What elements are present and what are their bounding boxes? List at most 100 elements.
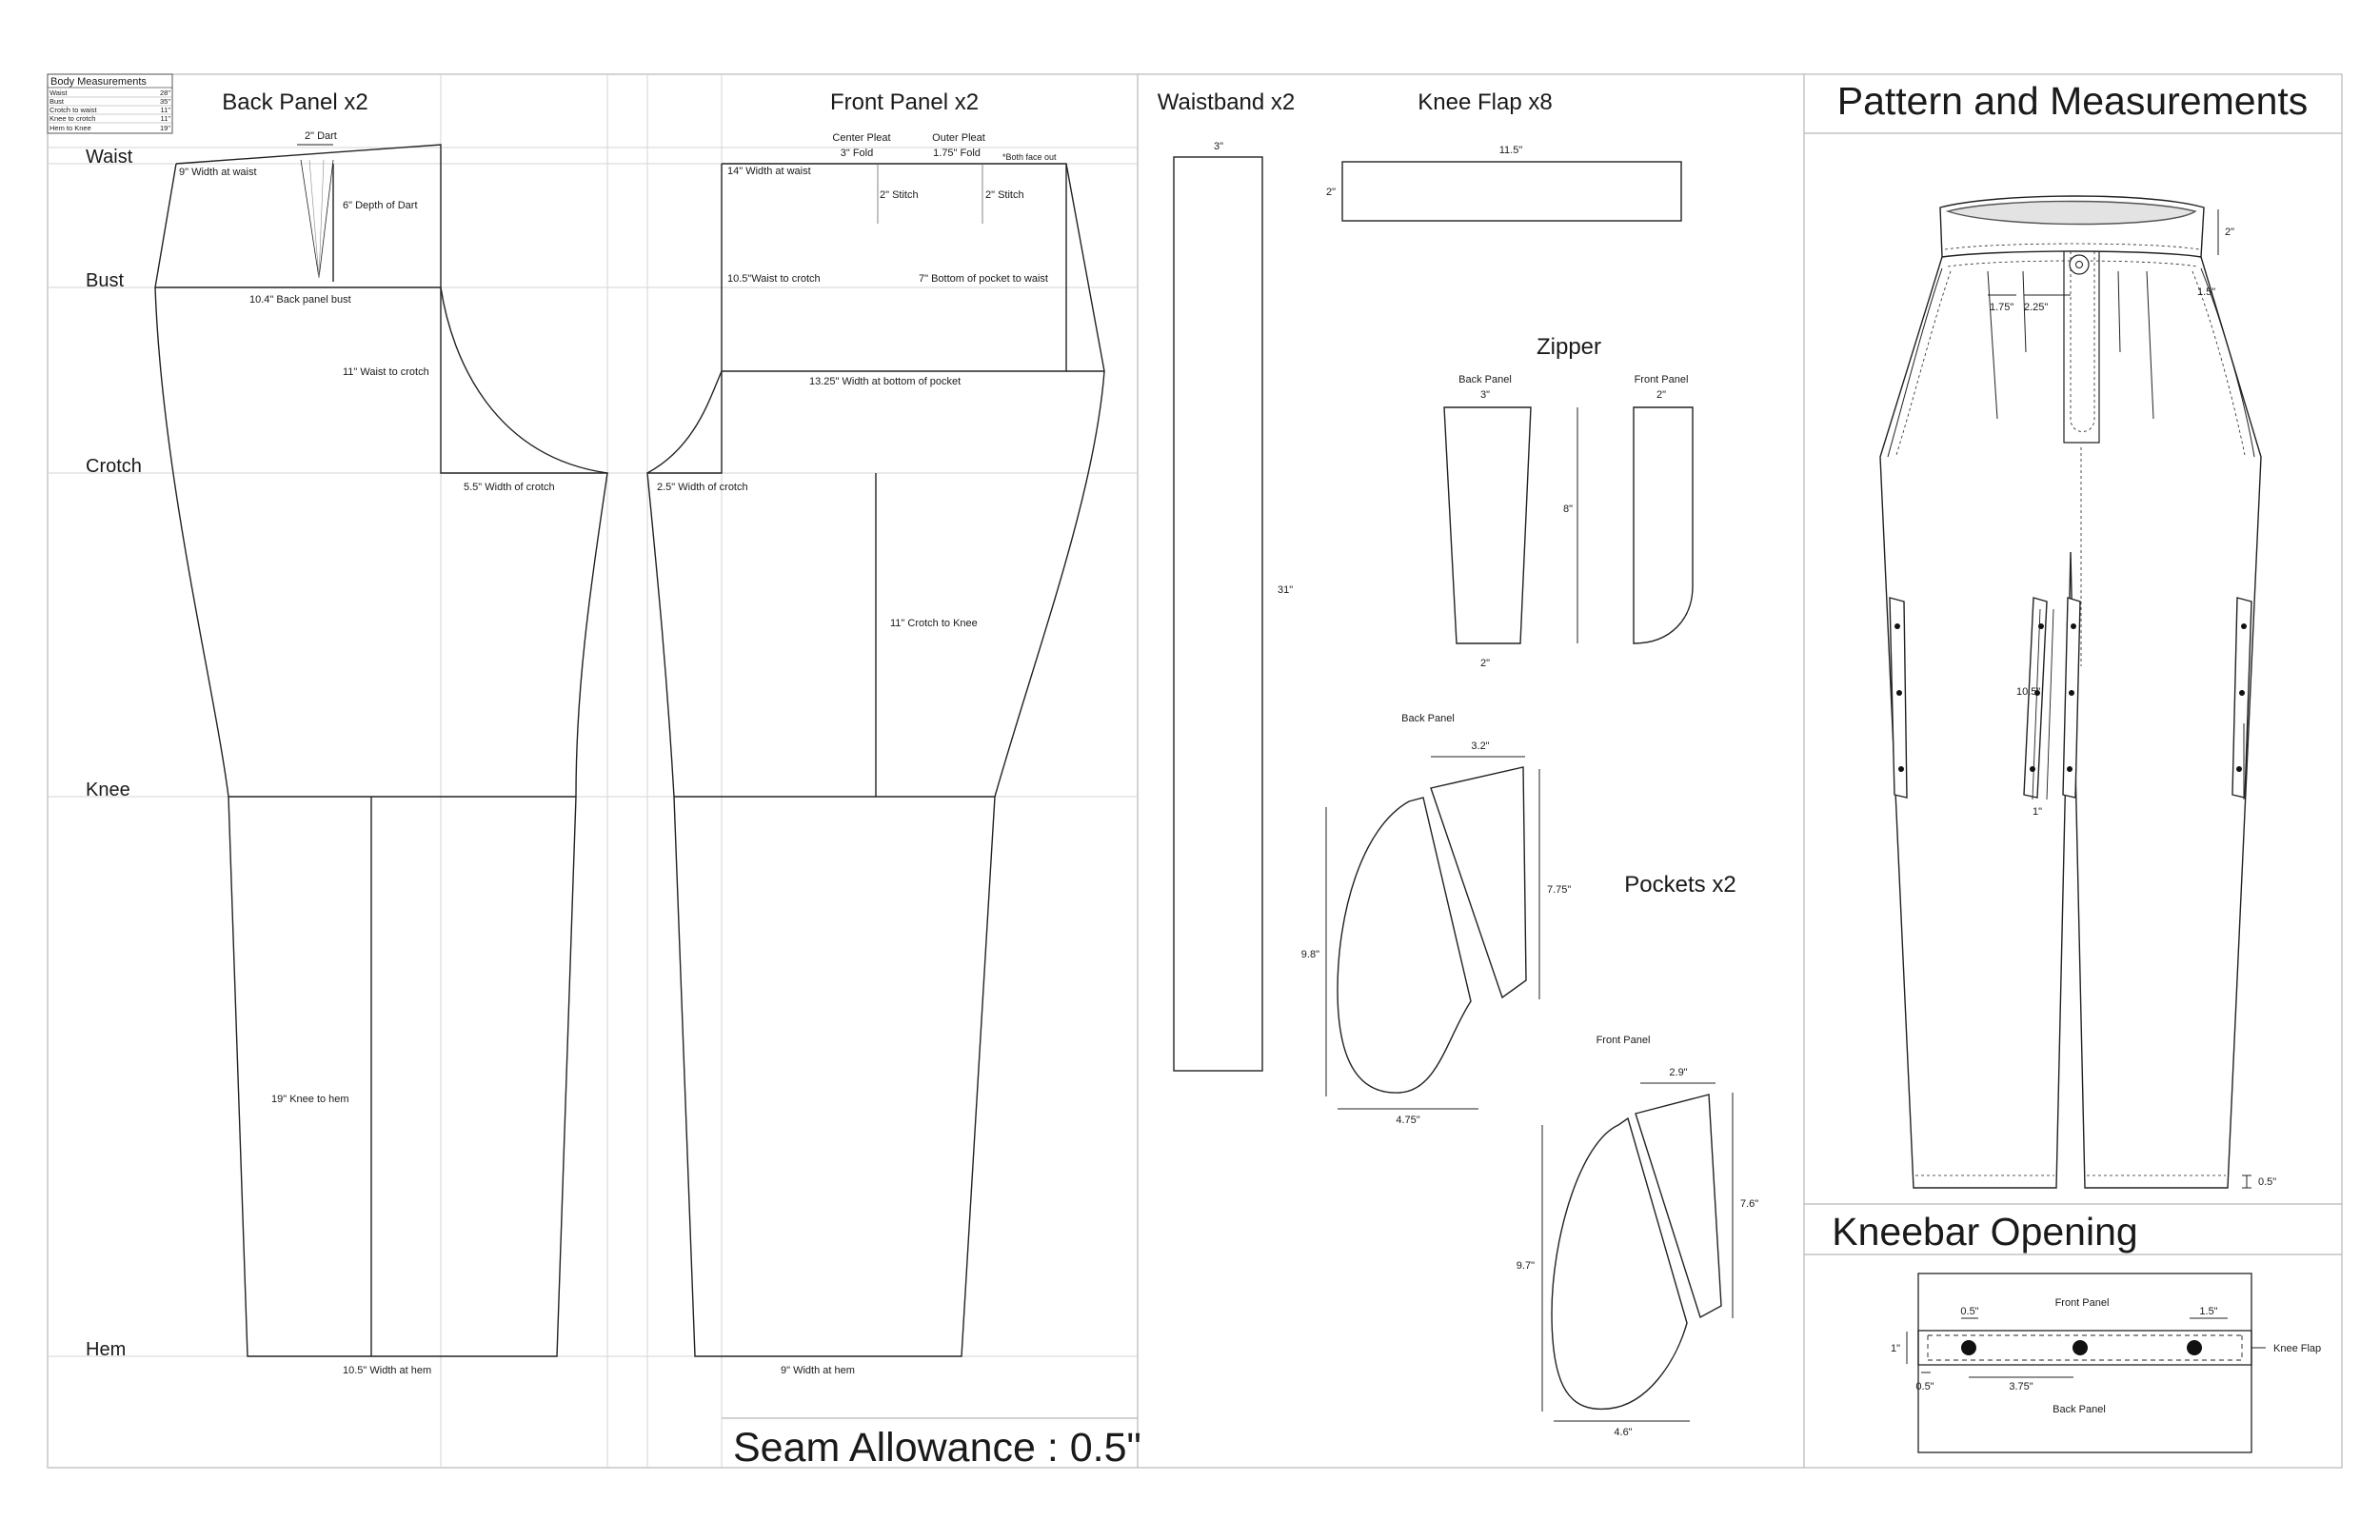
front-bottom-of-pocket: 7" Bottom of pocket to waist (919, 273, 1048, 285)
pocket-back-top: 3.2" (1471, 740, 1489, 752)
front-width-bottom-pocket: 13.25" Width at bottom of pocket (809, 376, 961, 387)
pocket-back-bottom: 4.75" (1396, 1115, 1419, 1126)
frame (47, 73, 2343, 1469)
seam-allowance: Seam Allowance : 0.5" (733, 1425, 1141, 1471)
front-width-of-crotch: 2.5" Width of crotch (657, 482, 748, 493)
back-width-of-crotch: 5.5" Width of crotch (464, 482, 555, 493)
row-label-waist: Waist (86, 147, 133, 168)
button-icon (2069, 254, 2090, 275)
knee-flap-height: 2" (1326, 187, 1336, 198)
pocket-front-left: 9.7" (1517, 1260, 1535, 1272)
snap-icon (2187, 1340, 2202, 1355)
kneebar-knee-flap: Knee Flap (2273, 1343, 2321, 1354)
row-label-crotch: Crotch (86, 456, 142, 477)
knee-flap-piece (1341, 161, 1682, 222)
zipper-back-top: 3" (1480, 389, 1490, 401)
kneebar-title: Kneebar Opening (1832, 1210, 2137, 1254)
pattern-measurements-title: Pattern and Measurements (1837, 79, 2309, 123)
pocket-front-bottom: 4.6" (1614, 1427, 1632, 1438)
front-center-fold: 3" Fold (841, 148, 873, 159)
kneebar-front-panel: Front Panel (2055, 1297, 2110, 1309)
kneebar-back-panel: Back Panel (2053, 1404, 2106, 1415)
snap-icon (2067, 766, 2073, 772)
back-panel-title: Back Panel x2 (222, 89, 367, 115)
bm-row-label: Knee to crotch (50, 114, 95, 123)
snap-icon (1894, 623, 1900, 629)
waistband-length: 31" (1278, 584, 1293, 596)
snap-icon (2071, 623, 2076, 629)
zipper-back-label: Back Panel (1458, 374, 1512, 385)
snap-icon (2038, 623, 2044, 629)
snap-icon (2069, 690, 2074, 696)
zipper-back-piece (1443, 406, 1532, 644)
pocket-front-pieces (1551, 1094, 1722, 1411)
zipper-front-piece (1633, 406, 1694, 644)
back-knee-to-hem: 19" Knee to hem (271, 1094, 349, 1105)
kneebar-height: 1" (1891, 1343, 1900, 1354)
pocket-back-label: Back Panel (1401, 713, 1455, 724)
knee-flap-length: 11.5" (1499, 145, 1523, 156)
zipper-height: 8" (1563, 503, 1573, 515)
pocket-back-left: 9.8" (1301, 949, 1319, 960)
snap-icon (2239, 690, 2245, 696)
bm-row-value: 11" (161, 106, 171, 114)
front-width-at-hem: 9" Width at hem (781, 1365, 855, 1376)
kneebar-left-bottom: 0.5" (1915, 1381, 1934, 1392)
snap-icon (2073, 1340, 2088, 1355)
front-panel-outline (646, 163, 1105, 1357)
back-bust-width: 10.4" Back panel bust (249, 294, 351, 306)
pocket-back-pieces (1337, 766, 1527, 1094)
snap-icon (2030, 766, 2035, 772)
pocket-front-right: 7.6" (1740, 1198, 1758, 1210)
body-measurements-table: Body Measurements Waist 28" Bust 35" Cro… (47, 73, 173, 134)
kneebar-spacing: 3.75" (2009, 1381, 2033, 1392)
pm-side-pocket: 1.5" (2197, 286, 2215, 298)
waistband-width: 3" (1214, 141, 1223, 152)
kneebar-right-top: 1.5" (2199, 1306, 2217, 1317)
front-crotch-to-knee: 11" Crotch to Knee (890, 618, 978, 629)
bm-row-label: Hem to Knee (50, 124, 91, 132)
back-width-at-hem: 10.5" Width at hem (343, 1365, 431, 1376)
front-outer-fold: 1.75" Fold (933, 148, 981, 159)
back-dart-width: 2" Dart (305, 130, 337, 142)
pm-pleat1: 1.75" (1990, 302, 2013, 313)
snap-icon (2236, 766, 2242, 772)
row-label-bust: Bust (86, 270, 124, 291)
pm-waistband-h: 2" (2225, 227, 2234, 238)
bm-row-value: 19" (160, 124, 170, 132)
waist-button (2069, 254, 2090, 275)
pm-pleat2: 2.25" (2024, 302, 2048, 313)
kneebar-snaps (1961, 1340, 2202, 1355)
front-waist-to-crotch: 10.5"Waist to crotch (727, 273, 821, 285)
snap-icon (1898, 766, 1904, 772)
bm-row-label: Crotch to waist (50, 106, 98, 114)
bm-row-label: Bust (50, 97, 65, 106)
front-outer-pleat: Outer Pleat (932, 132, 985, 144)
back-depth-of-dart: 6" Depth of Dart (343, 200, 418, 211)
pocket-back-dims (1325, 756, 1540, 1110)
front-fold-note: *Both face out (1002, 152, 1057, 162)
zipper-front-label: Front Panel (1635, 374, 1689, 385)
bm-row-value: 11" (161, 114, 171, 123)
back-panel-outline (154, 144, 608, 1357)
snap-icon (2034, 690, 2040, 696)
back-waist-to-crotch: 11" Waist to crotch (343, 366, 429, 378)
snap-icon (1961, 1340, 1976, 1355)
zipper-front-top: 2" (1656, 389, 1666, 401)
bm-row-value: 35" (160, 97, 170, 106)
pocket-front-dims (1541, 1082, 1734, 1422)
knee-flap-snaps (1894, 623, 2247, 772)
pm-flap-w: 1" (2033, 806, 2042, 818)
pocket-back-right: 7.75" (1547, 884, 1571, 896)
snap-icon (1896, 690, 1902, 696)
back-width-at-waist: 9" Width at waist (179, 167, 257, 178)
front-panel-title: Front Panel x2 (830, 89, 979, 115)
snap-icon (2241, 623, 2247, 629)
row-label-hem: Hem (86, 1339, 126, 1360)
bm-row-value: 28" (160, 89, 170, 97)
pm-flap-len: 10.5" (2016, 686, 2040, 698)
front-width-at-waist: 14" Width at waist (727, 166, 811, 177)
pocket-front-label: Front Panel (1597, 1035, 1651, 1046)
zipper-title: Zipper (1537, 334, 1601, 360)
